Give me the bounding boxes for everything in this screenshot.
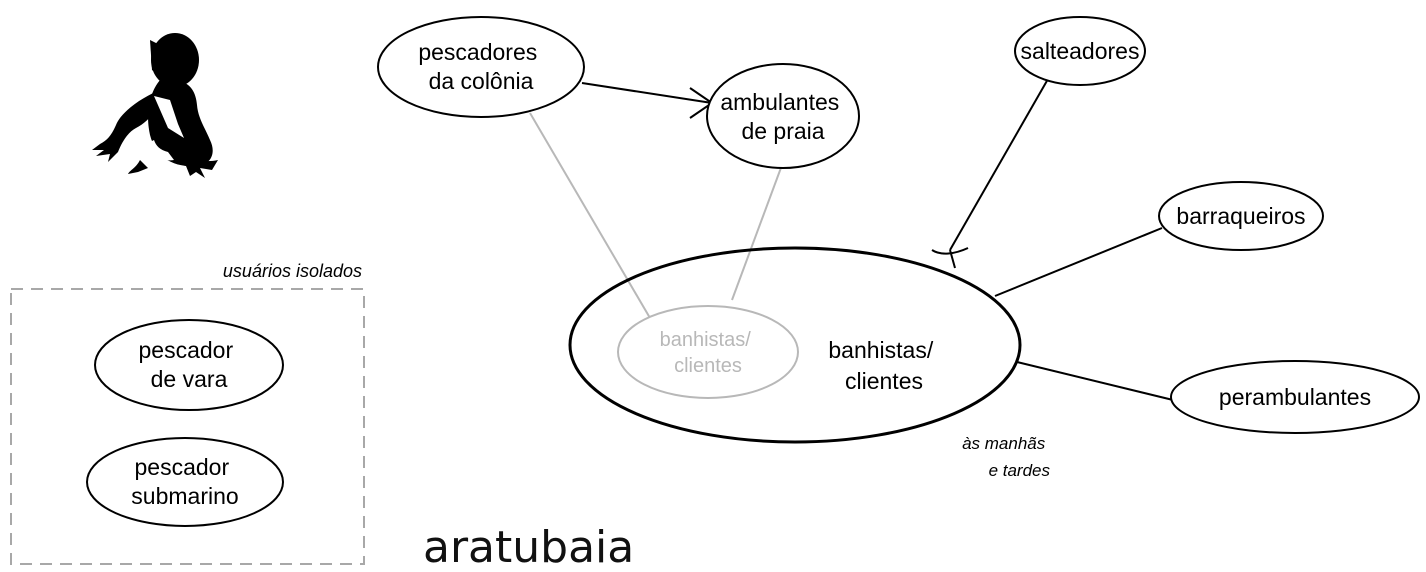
node-pescador-submarino bbox=[86, 437, 284, 527]
conflict-fork-icon bbox=[931, 247, 969, 255]
edge-salteadores-to-banhistas bbox=[949, 78, 1049, 251]
node-banhistas-clientes-inner-label: banhistas/ clientes bbox=[660, 329, 757, 377]
node-pescador-de-vara bbox=[94, 319, 284, 411]
node-salteadores-label: salteadores bbox=[1021, 38, 1140, 64]
node-pescador-de-vara-label: pescador de vara bbox=[138, 337, 239, 392]
place-name: aratubaia bbox=[423, 522, 634, 567]
node-ambulantes-de-praia bbox=[706, 63, 860, 169]
edge-banhistas-to-perambulantes bbox=[1016, 361, 1174, 401]
node-banhistas-clientes-label: banhistas/ clientes bbox=[828, 337, 939, 394]
node-ambulantes-de-praia-label: ambulantes de praia bbox=[720, 89, 845, 144]
isolated-users-box bbox=[10, 288, 365, 565]
edge-pescadores-to-inner-banhistas bbox=[529, 112, 651, 319]
time-note: às manhãs e tardes bbox=[962, 434, 1050, 480]
node-banhistas-clientes bbox=[568, 246, 1022, 444]
edge-banhistas-to-barraqueiros bbox=[994, 227, 1163, 297]
edge-ambulantes-to-inner-banhistas bbox=[731, 164, 783, 301]
node-pescador-submarino-label: pescador submarino bbox=[131, 454, 238, 509]
edge-pescadores-to-ambulantes bbox=[581, 82, 713, 104]
node-perambulantes bbox=[1170, 360, 1420, 434]
node-pescadores-da-colonia-label: pescadores da colônia bbox=[418, 39, 543, 94]
node-barraqueiros-label: barraqueiros bbox=[1176, 203, 1305, 229]
node-barraqueiros bbox=[1158, 181, 1324, 251]
conflict-fork-stem bbox=[949, 249, 956, 269]
node-salteadores bbox=[1014, 16, 1146, 86]
crouching-figure-icon bbox=[92, 33, 218, 178]
node-perambulantes-label: perambulantes bbox=[1219, 384, 1371, 410]
isolated-users-caption: usuários isolados bbox=[223, 261, 362, 281]
node-banhistas-clientes-inner bbox=[617, 305, 799, 399]
node-pescadores-da-colonia bbox=[377, 16, 585, 118]
